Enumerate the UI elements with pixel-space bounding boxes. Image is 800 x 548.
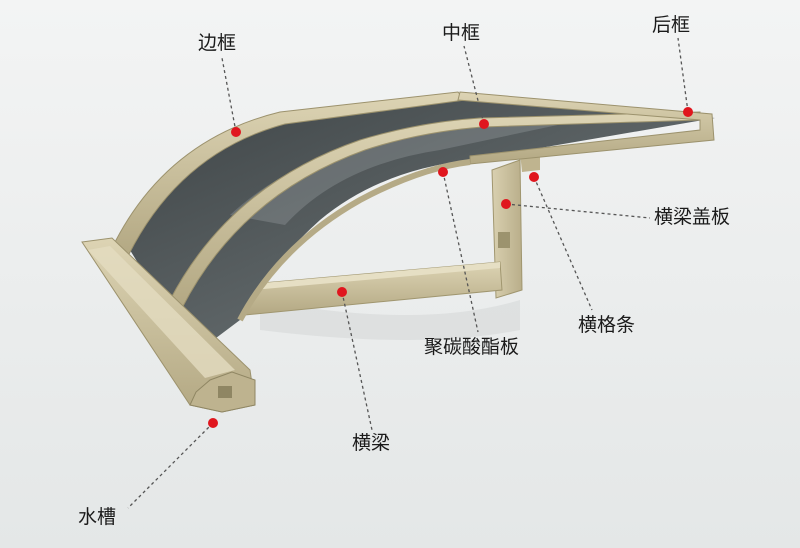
label-beam-cover-plate: 横梁盖板 (654, 206, 731, 228)
label-beam: 横梁 (352, 432, 391, 454)
label-cross-bar: 横格条 (578, 314, 636, 336)
markers (208, 107, 693, 428)
marker-rear-frame (683, 107, 693, 117)
middle-frame (169, 111, 701, 309)
rear-frame (457, 91, 715, 165)
water-gutter (81, 237, 256, 413)
polycarbonate-panel (130, 96, 715, 350)
label-rear-frame: 后框 (652, 14, 691, 36)
leader-lines (127, 37, 689, 509)
marker-cross-bar (529, 172, 539, 182)
label-middle-frame: 中框 (442, 22, 481, 44)
marker-beam-cover-plate (501, 199, 511, 209)
marker-side-frame (231, 127, 241, 137)
label-water-gutter: 水槽 (78, 506, 117, 528)
inner-arch-edge (237, 159, 471, 322)
marker-polycarbonate-sheet (438, 167, 448, 177)
label-side-frame: 边框 (198, 32, 237, 54)
marker-beam (337, 287, 347, 297)
wall-shadow (260, 300, 520, 340)
marker-water-gutter (208, 418, 218, 428)
label-polycarbonate-sheet: 聚碳酸酯板 (424, 336, 520, 358)
marker-middle-frame (479, 119, 489, 129)
